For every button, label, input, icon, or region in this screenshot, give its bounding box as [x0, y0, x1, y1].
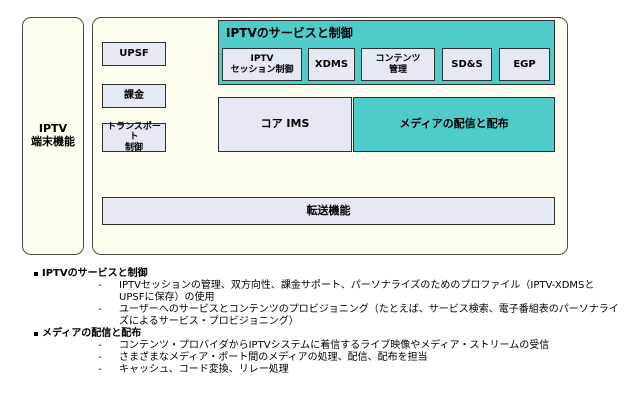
transport-control-line2: 制御 [124, 142, 143, 153]
sds-box: SD&S [442, 48, 492, 81]
note-dash: - [98, 304, 102, 315]
core-ims-label: コア IMS [260, 117, 310, 131]
core-ims-box: コア IMS [218, 97, 352, 152]
note-heading-service-control: IPTVのサービスと制御 [34, 268, 619, 280]
service-group-title: IPTVのサービスと制御 [226, 26, 353, 40]
note-dash: - [98, 364, 102, 375]
egp-label: EGP [513, 58, 536, 70]
transport-function-bar: 転送機能 [102, 197, 555, 225]
note-bullet: - コンテンツ・プロバイダからIPTVシステムに着信するライブ映像やメディア・ス… [34, 340, 619, 352]
media-delivery-box: メディアの配信と配布 [353, 97, 555, 152]
upsf-label: UPSF [119, 48, 149, 60]
note-bullet: - ユーザーへのサービスとコンテンツのプロビジョニング（たとえば、サービス検索、… [34, 304, 619, 328]
content-mgmt-line1: コンテンツ [375, 54, 421, 65]
upsf-box: UPSF [102, 42, 166, 66]
note-text: さまざまなメディア・ポート間のメディアの処理、配信、配布を担当 [119, 352, 428, 363]
note-bullet: - IPTVセッションの管理、双方向性、課金サポート、パーソナライズのためのプロ… [34, 280, 619, 304]
note-text: IPTVセッションの管理、双方向性、課金サポート、パーソナライズのためのプロファ… [119, 280, 595, 303]
billing-label: 課金 [124, 90, 144, 102]
media-delivery-label: メディアの配信と配布 [399, 117, 509, 131]
egp-box: EGP [499, 48, 550, 81]
session-control-line1: IPTV [250, 54, 274, 65]
xdms-label: XDMS [314, 58, 349, 70]
note-dash: - [98, 352, 102, 363]
note-bullet: - キャッシュ、コード変換、リレー処理 [34, 364, 619, 376]
note-text: キャッシュ、コード変換、リレー処理 [119, 364, 289, 375]
session-control-box: IPTV セッション制御 [222, 48, 302, 81]
content-management-box: コンテンツ 管理 [361, 48, 435, 81]
xdms-box: XDMS [308, 48, 355, 81]
note-heading-media-delivery: メディアの配信と配布 [34, 328, 619, 340]
sds-label: SD&S [451, 58, 483, 70]
note-bullet: - さまざまなメディア・ポート間のメディアの処理、配信、配布を担当 [34, 352, 619, 364]
terminal-label-line1: IPTV [38, 122, 68, 136]
transport-control-box: トランスポート 制御 [102, 121, 166, 153]
session-control-line2: セッション制御 [230, 64, 294, 75]
iptv-terminal-box: IPTV 端末機能 [22, 17, 84, 255]
note-dash: - [98, 280, 102, 291]
transport-function-label: 転送機能 [306, 203, 351, 217]
note-dash: - [98, 340, 102, 351]
note-text: コンテンツ・プロバイダからIPTVシステムに着信するライブ映像やメディア・ストリ… [119, 340, 550, 351]
billing-box: 課金 [102, 84, 166, 108]
notes-section: IPTVのサービスと制御 - IPTVセッションの管理、双方向性、課金サポート、… [34, 268, 619, 376]
terminal-label-line2: 端末機能 [31, 135, 75, 148]
transport-control-line1: トランスポート [107, 121, 161, 143]
content-mgmt-line2: 管理 [388, 64, 407, 75]
note-text: ユーザーへのサービスとコンテンツのプロビジョニング（たとえば、サービス検索、電子… [119, 304, 619, 327]
